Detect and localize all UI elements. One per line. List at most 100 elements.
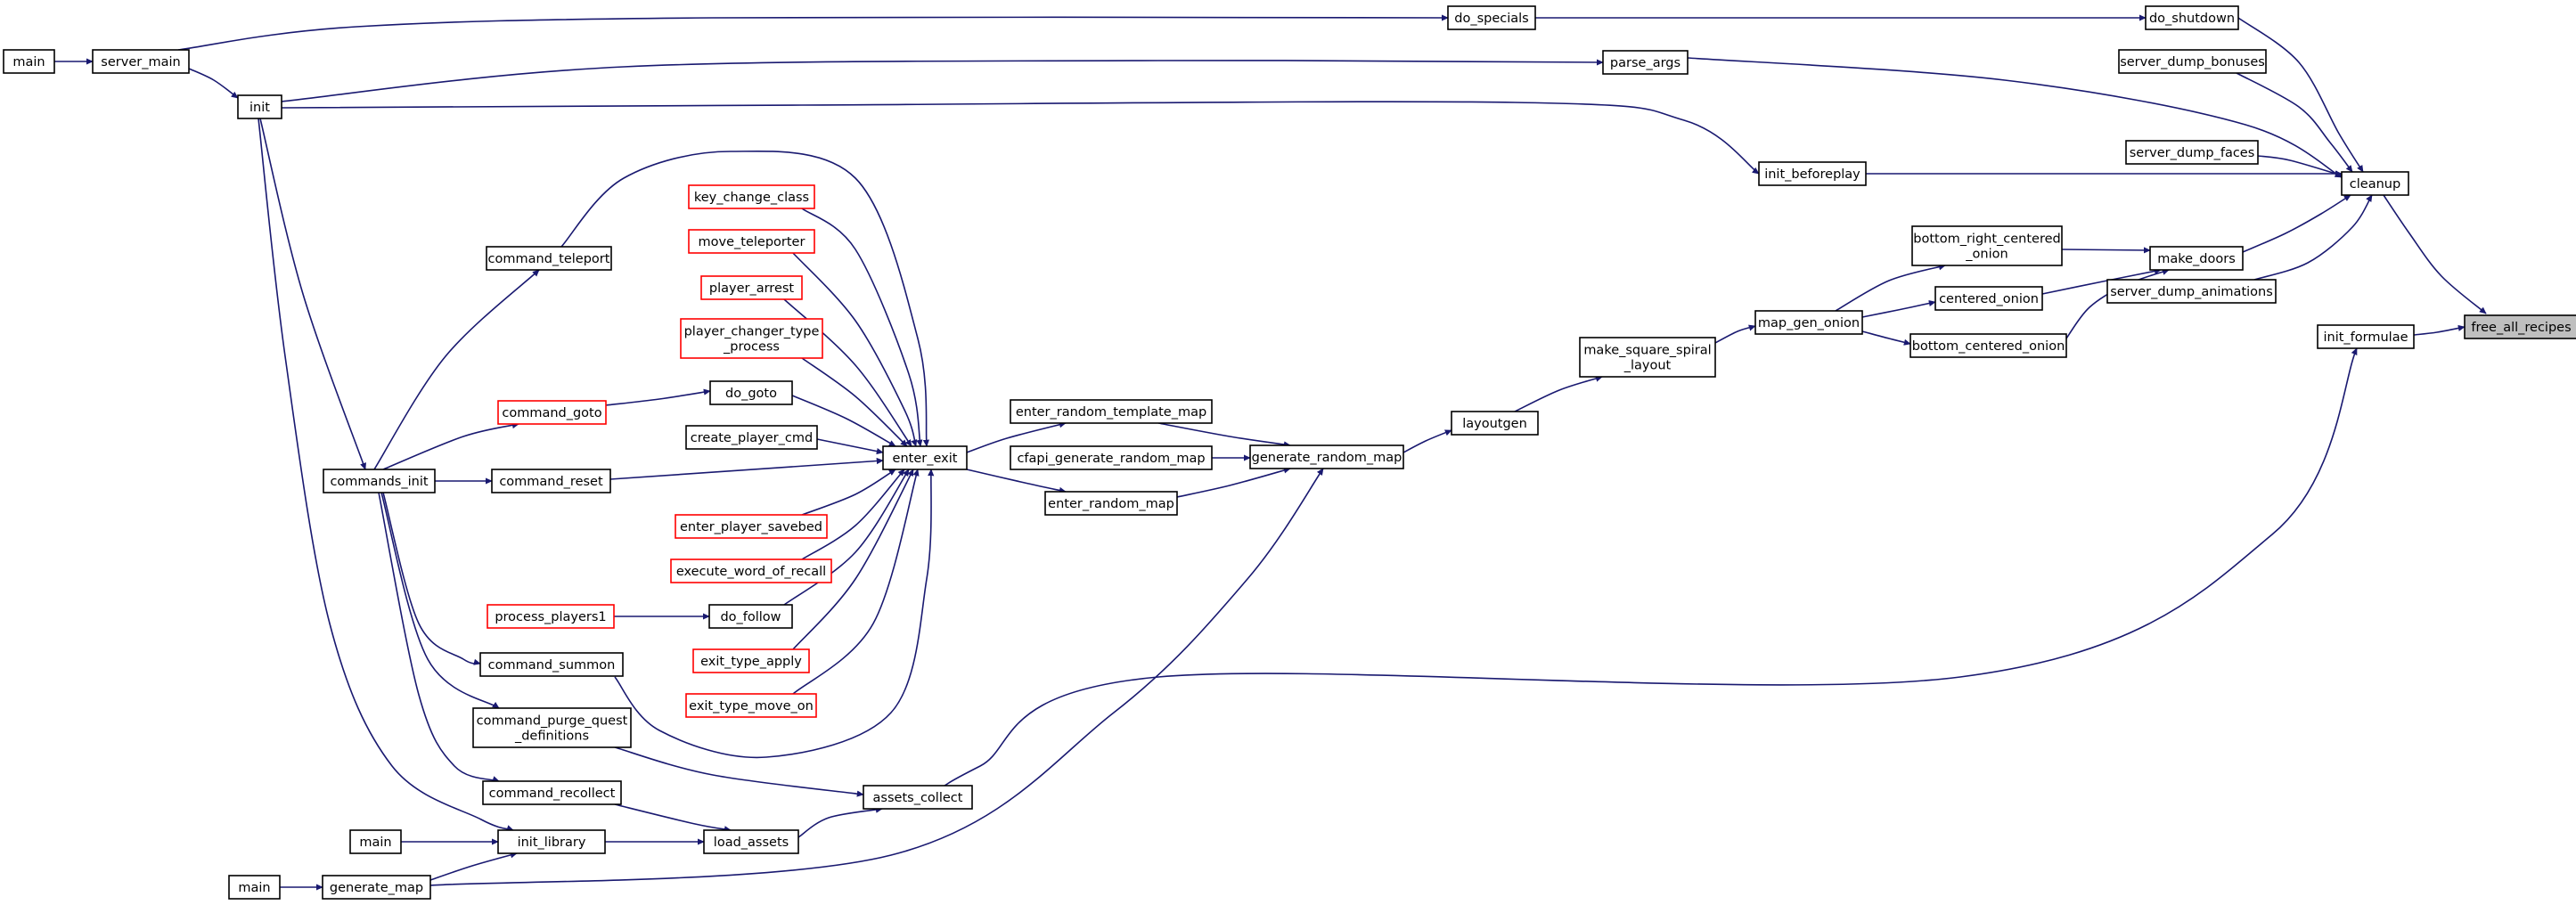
node-label: init_formulae xyxy=(2323,330,2408,345)
node-label: cleanup xyxy=(2350,177,2400,192)
node-exit-type-apply[interactable]: exit_type_apply xyxy=(692,648,810,673)
node-box xyxy=(497,829,606,854)
node-do-goto[interactable]: do_goto xyxy=(709,380,793,405)
edge-do-follow-to-enter-exit xyxy=(783,469,910,606)
node-label: map_gen_onion xyxy=(1758,316,1860,330)
node-command-summon[interactable]: command_summon xyxy=(479,652,624,677)
node-label: enter_player_savebed xyxy=(680,520,822,534)
node-bottom-right-centered-onion[interactable]: bottom_right_centered_onion xyxy=(1911,225,2063,266)
node-bottom-centered-onion[interactable]: bottom_centered_onion xyxy=(1910,333,2067,358)
node-server-dump-animations[interactable]: server_dump_animations xyxy=(2106,279,2277,304)
node-box xyxy=(2341,171,2409,196)
edge-enter-exit-to-enter-random-template-map xyxy=(966,421,1067,453)
edge-enter-random-template-map-to-generate-random-map xyxy=(1157,422,1291,448)
node-key-change-class[interactable]: key_change_class xyxy=(688,184,815,209)
node-free-all-recipes[interactable]: free_all_recipes xyxy=(2464,314,2576,339)
node-player-changer-type-process[interactable]: player_changer_type_process xyxy=(680,318,823,359)
node-init[interactable]: init xyxy=(237,94,282,119)
node-command-recollect[interactable]: command_recollect xyxy=(482,780,622,805)
edge-map-gen-onion-to-bottom-centered-onion xyxy=(1861,330,1911,346)
node-main-gen[interactable]: main xyxy=(228,875,281,900)
node-process-players1[interactable]: process_players1 xyxy=(487,604,615,629)
node-main-server[interactable]: main xyxy=(3,49,55,74)
node-command-goto[interactable]: command_goto xyxy=(497,400,607,425)
node-enter-random-template-map[interactable]: enter_random_template_map xyxy=(1010,399,1213,424)
edge-layoutgen-to-make-square-spiral-layout xyxy=(1514,375,1603,412)
node-generate-random-map[interactable]: generate_random_map xyxy=(1249,444,1404,469)
nodes: free_all_recipes cleanup init_formulae do_s… xyxy=(3,5,2576,900)
node-make-doors[interactable]: make_doors xyxy=(2149,246,2244,271)
edge-map-gen-onion-to-centered-onion xyxy=(1861,299,1936,318)
node-box xyxy=(237,94,282,119)
node-do-specials[interactable]: do_specials xyxy=(1447,5,1536,30)
edge-command-summon-to-enter-exit xyxy=(614,469,935,759)
node-label: centered_onion xyxy=(1939,292,2039,306)
node-generate-map[interactable]: generate_map xyxy=(322,875,431,900)
node-init-library[interactable]: init_library xyxy=(497,829,606,854)
node-command-teleport[interactable]: command_teleport xyxy=(486,246,612,271)
node-box xyxy=(882,445,968,470)
node-label: exit_type_apply xyxy=(700,655,802,669)
node-move-teleporter[interactable]: move_teleporter xyxy=(688,229,815,254)
edge-enter-random-map-to-generate-random-map xyxy=(1176,467,1291,498)
node-centered-onion[interactable]: centered_onion xyxy=(1934,286,2043,311)
node-label: do_follow xyxy=(720,610,781,624)
node-box xyxy=(497,400,607,425)
node-enter-exit[interactable]: enter_exit xyxy=(882,445,968,470)
edge-init-to-parse-args xyxy=(281,59,1604,102)
node-box xyxy=(322,875,431,900)
node-layoutgen[interactable]: layoutgen xyxy=(1451,411,1539,436)
node-cfapi-generate-random-map[interactable]: cfapi_generate_random_map xyxy=(1010,445,1213,470)
node-command-reset[interactable]: command_reset xyxy=(491,469,611,493)
edge-server-dump-faces-to-cleanup xyxy=(2257,155,2343,177)
node-box xyxy=(708,604,793,629)
edge-init-to-commands-init xyxy=(259,118,366,470)
node-label: layoutgen xyxy=(1462,417,1527,431)
node-label: do_shutdown xyxy=(2149,12,2235,26)
node-label: commands_init xyxy=(330,475,428,489)
node-label: create_player_cmd xyxy=(691,431,813,445)
node-label: init_beforeplay xyxy=(1764,167,1860,182)
node-box xyxy=(2464,314,2576,339)
node-box xyxy=(685,425,818,450)
node-box xyxy=(670,558,832,583)
edge-commands-init-to-command-goto xyxy=(382,422,519,470)
node-create-player-cmd[interactable]: create_player_cmd xyxy=(685,425,818,450)
edge-command-reset-to-enter-exit xyxy=(609,457,884,480)
node-parse-args[interactable]: parse_args xyxy=(1602,50,1689,75)
node-do-follow[interactable]: do_follow xyxy=(708,604,793,629)
node-command-purge-quest-definitions[interactable]: command_purge_quest_definitions xyxy=(472,707,632,748)
node-execute-word-of-recall[interactable]: execute_word_of_recall xyxy=(670,558,832,583)
node-main-lib[interactable]: main xyxy=(349,829,402,854)
edges xyxy=(54,14,2487,891)
node-box xyxy=(2149,246,2244,271)
edge-generate-random-map-to-layoutgen xyxy=(1402,429,1452,453)
node-player-arrest[interactable]: player_arrest xyxy=(700,275,803,300)
node-init-beforeplay[interactable]: init_beforeplay xyxy=(1758,161,1867,186)
node-map-gen-onion[interactable]: map_gen_onion xyxy=(1754,310,1863,335)
edge-move-teleporter-to-enter-exit xyxy=(792,252,918,447)
node-enter-player-savebed[interactable]: enter_player_savebed xyxy=(675,514,828,539)
node-label: command_teleport xyxy=(488,252,610,266)
node-server-dump-faces[interactable]: server_dump_faces xyxy=(2125,140,2259,165)
node-label: server_main xyxy=(101,55,180,69)
edge-enter-exit-to-enter-random-map xyxy=(966,469,1067,493)
node-label: exit_type_move_on xyxy=(689,699,814,713)
node-enter-random-map[interactable]: enter_random_map xyxy=(1044,491,1178,516)
node-cleanup[interactable]: cleanup xyxy=(2341,171,2409,196)
edge-commands-init-to-command-recollect xyxy=(378,492,500,783)
node-server-dump-bonuses[interactable]: server_dump_bonuses xyxy=(2118,49,2267,74)
edge-command-purge-quest-definitions-to-assets-collect xyxy=(614,746,864,797)
node-do-shutdown[interactable]: do_shutdown xyxy=(2145,5,2239,30)
node-box xyxy=(1447,5,1536,30)
node-exit-type-move-on[interactable]: exit_type_move_on xyxy=(685,693,817,718)
node-box xyxy=(675,514,828,539)
node-init-formulae[interactable]: init_formulae xyxy=(2317,324,2415,349)
node-assets-collect[interactable]: assets_collect xyxy=(863,785,973,810)
node-server-main[interactable]: server_main xyxy=(92,49,190,74)
node-load-assets[interactable]: load_assets xyxy=(703,829,799,854)
node-box xyxy=(1451,411,1539,436)
edge-commands-init-to-command-teleport xyxy=(373,269,540,470)
node-commands-init[interactable]: commands_init xyxy=(323,469,436,493)
node-make-square-spiral-layout[interactable]: make_square_spiral_layout xyxy=(1579,337,1716,378)
